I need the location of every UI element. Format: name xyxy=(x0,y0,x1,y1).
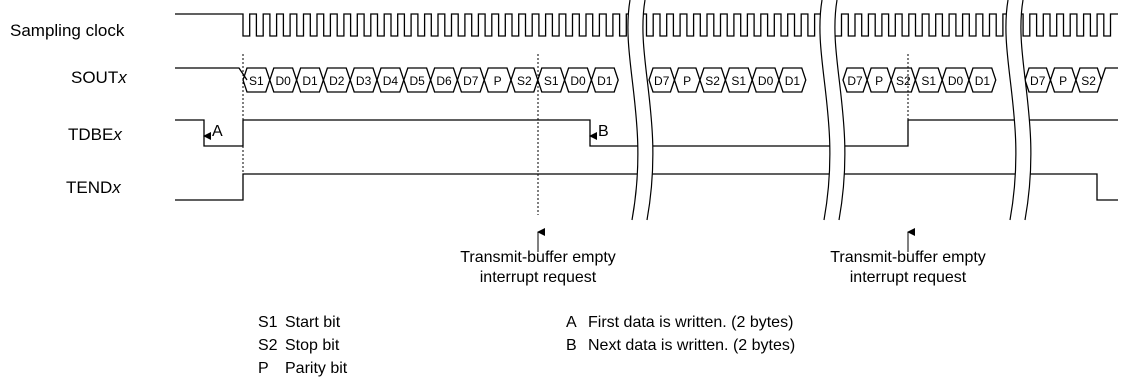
legend-p-key: P xyxy=(258,360,269,377)
legend-s1-text: Start bit xyxy=(285,314,341,331)
frame4-bit-label: D0 xyxy=(948,74,964,88)
frame4-tail-bit-label: D7 xyxy=(1030,74,1046,88)
frame3-cell xyxy=(778,67,807,93)
frame1-bit-label: D1 xyxy=(302,74,318,88)
sampling-clock-label: Sampling clock xyxy=(10,21,125,40)
frame3-tail-bit-label: D7 xyxy=(847,74,863,88)
frame1-bit-label: D3 xyxy=(356,74,372,88)
frame2-bit-label: S1 xyxy=(544,74,559,88)
interrupt-1-line1: Transmit-buffer empty xyxy=(460,249,616,266)
frame3-tail-bit-label: P xyxy=(875,74,883,88)
legend-a-text: First data is written. (2 bytes) xyxy=(588,314,793,331)
frame4-tail-bit-label: P xyxy=(1059,74,1067,88)
legend-b-text: Next data is written. (2 bytes) xyxy=(588,337,795,354)
tdbe-label: TDBEx xyxy=(68,125,122,144)
break-mark-1 xyxy=(627,0,654,221)
legend: S1 Start bit S2 Stop bit P Parity bit A … xyxy=(258,314,795,377)
legend-p-text: Parity bit xyxy=(285,360,348,377)
sout-label: SOUTx xyxy=(71,68,127,87)
frame1-bit-label: D2 xyxy=(329,74,345,88)
frame1-bit-label: D5 xyxy=(410,74,426,88)
frame1-bit-label: S2 xyxy=(517,74,532,88)
legend-s2-key: S2 xyxy=(258,337,278,354)
frame2-bit-label: D0 xyxy=(570,74,586,88)
frame3-tail-bit-label: S2 xyxy=(896,74,911,88)
frame3-bit-label: D1 xyxy=(785,74,801,88)
legend-a-key: A xyxy=(566,314,577,331)
frame1-bit-label: D6 xyxy=(436,74,452,88)
interrupt-2-line2: interrupt request xyxy=(850,269,967,286)
frame1-bit-label: S1 xyxy=(249,74,264,88)
marker-b-label: B xyxy=(598,123,609,140)
sampling-clock-waveform xyxy=(175,13,1118,37)
frame2-tail-bit-label: S2 xyxy=(705,74,720,88)
tdbe-waveform: A B xyxy=(175,119,1118,147)
legend-b-key: B xyxy=(566,337,577,354)
frame1-bit-label: D0 xyxy=(276,74,292,88)
legend-s1-key: S1 xyxy=(258,314,278,331)
marker-a-label: A xyxy=(212,123,223,140)
break-mark-3 xyxy=(1005,0,1032,221)
frame4-bit-label: S1 xyxy=(921,74,936,88)
frame2-tail-bit-label: P xyxy=(683,74,691,88)
frame1-bit-label: D7 xyxy=(463,74,479,88)
frame2-bit-label: D1 xyxy=(597,74,613,88)
frame2-cell xyxy=(590,67,619,93)
frame4-cell xyxy=(968,67,997,93)
frame3-bit-label: D0 xyxy=(758,74,774,88)
frame3-bit-label: S1 xyxy=(731,74,746,88)
frame4-tail-bit-label: S2 xyxy=(1081,74,1096,88)
interrupt-2-line1: Transmit-buffer empty xyxy=(830,249,986,266)
sout-waveform: S1 D0 D1 D2 D3 D4 D5 D6 D7 P S2 S1 D0 D1 D7 P S2 S1 D0 D1 D7… xyxy=(175,67,1118,93)
legend-s2-text: Stop bit xyxy=(285,337,340,354)
tend-waveform xyxy=(175,173,1118,201)
interrupt-1-line2: interrupt request xyxy=(480,269,597,286)
frame2-tail-bit-label: D7 xyxy=(654,74,670,88)
frame1-bit-label: P xyxy=(494,74,502,88)
frame4-bit-label: D1 xyxy=(975,74,991,88)
frame1-bit-label: D4 xyxy=(383,74,399,88)
tend-label: TENDx xyxy=(66,178,121,197)
break-mark-2 xyxy=(819,0,846,221)
